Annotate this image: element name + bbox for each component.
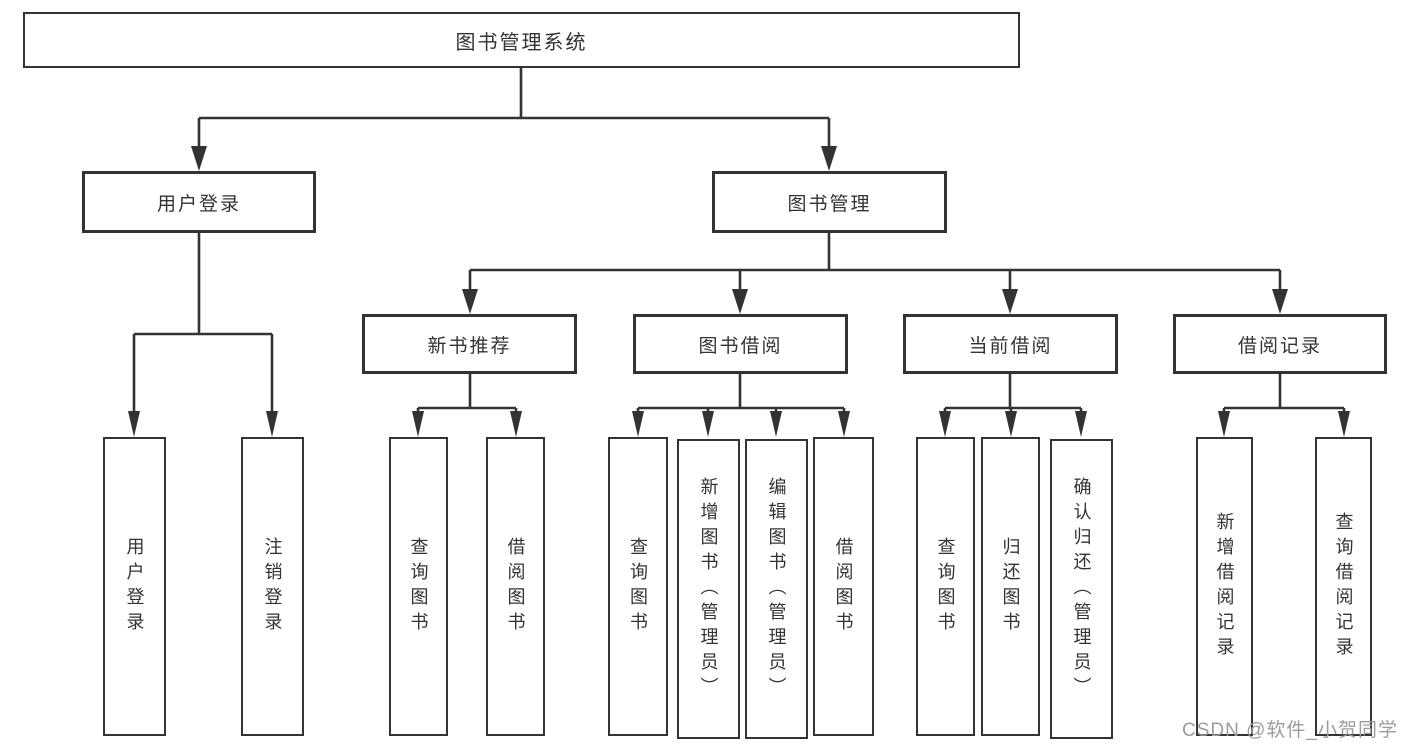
leaf-query-book: 查询图书	[916, 437, 975, 736]
node-new-book-recommend: 新书推荐	[362, 314, 577, 374]
leaf-query-borrow-record: 查询借阅记录	[1315, 437, 1372, 736]
leaf-return-book: 归还图书	[981, 437, 1040, 736]
node-book-borrowing: 图书借阅	[633, 314, 848, 374]
node-borrowing-records: 借阅记录	[1173, 314, 1387, 374]
leaf-user-login: 用户登录	[103, 437, 166, 736]
node-book-management: 图书管理	[712, 171, 947, 233]
leaf-borrow-book: 借阅图书	[486, 437, 545, 736]
node-user-login: 用户登录	[82, 171, 316, 233]
leaf-add-book-admin: 新增图书（管理员）	[677, 439, 740, 739]
leaf-confirm-return-admin: 确认归还（管理员）	[1050, 439, 1113, 739]
csdn-watermark: CSDN @软件_小贺同学	[1182, 720, 1398, 741]
leaf-query-book: 查询图书	[608, 437, 668, 736]
leaf-logout: 注销登录	[241, 437, 304, 736]
leaf-edit-book-admin: 编辑图书（管理员）	[745, 439, 808, 739]
leaf-query-book: 查询图书	[389, 437, 448, 736]
node-library-management-system: 图书管理系统	[23, 12, 1020, 68]
leaf-borrow-book: 借阅图书	[813, 437, 874, 736]
leaf-add-borrow-record: 新增借阅记录	[1196, 437, 1253, 736]
node-current-borrowing: 当前借阅	[903, 314, 1118, 374]
